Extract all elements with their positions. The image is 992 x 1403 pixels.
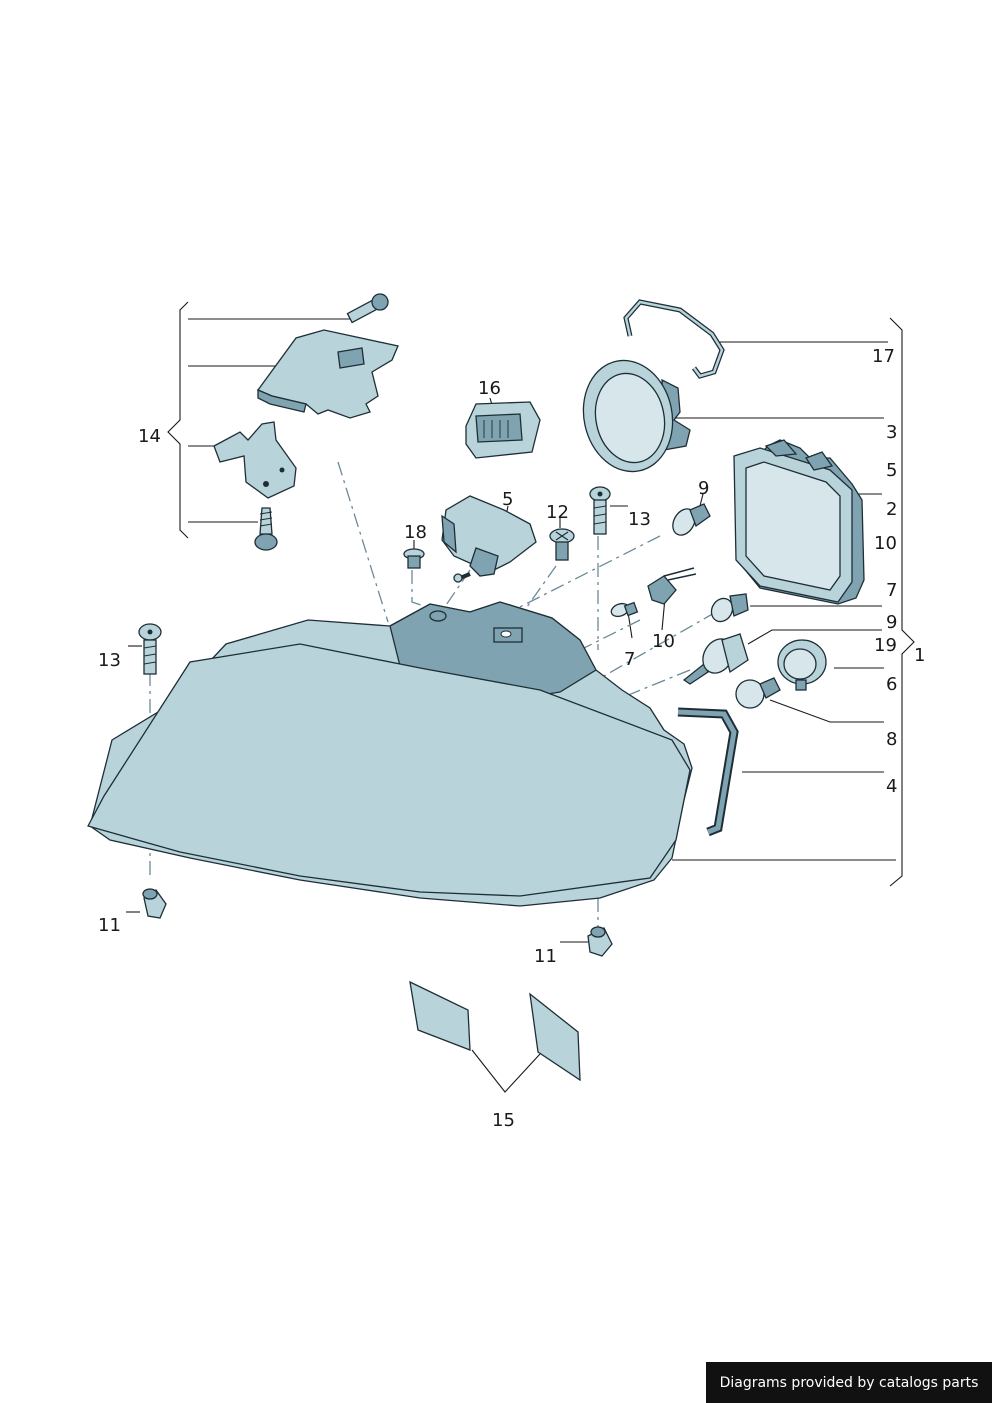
bracket-screw-top — [346, 293, 389, 324]
callout-8: 8 — [886, 729, 897, 750]
part-10-bulb-socket — [647, 567, 697, 605]
bracket-screw-bottom — [254, 507, 278, 551]
callout-3: 3 — [886, 422, 897, 443]
callout-16: 16 — [478, 378, 501, 399]
bracket-plate — [256, 329, 399, 419]
callout-10: 10 — [874, 533, 897, 554]
callout-4: 4 — [886, 776, 897, 797]
leader-lines — [126, 301, 915, 1093]
callout-12: 12 — [546, 502, 569, 523]
part-6-bulb-holder — [777, 639, 827, 691]
bracket-clamp — [213, 421, 297, 499]
callout-10-socket: 10 — [652, 631, 675, 652]
part-14-bracket-set — [213, 293, 399, 551]
part-5-adjuster-motor — [441, 495, 537, 583]
callout-7: 7 — [886, 580, 897, 601]
callout-5-motor: 5 — [502, 489, 513, 510]
callout-13-left: 13 — [98, 650, 121, 671]
part-7-wedge-bulb — [610, 601, 639, 618]
callout-19: 19 — [874, 635, 897, 656]
part-4-seal-strip — [677, 707, 739, 837]
part-13-screw-right — [589, 486, 611, 535]
callout-9-upper: 9 — [698, 478, 709, 499]
callout-11-right: 11 — [534, 946, 557, 967]
callout-9: 9 — [886, 612, 897, 633]
bracket-14 — [167, 301, 189, 539]
part-18-rivet — [403, 548, 425, 569]
callout-17: 17 — [872, 346, 895, 367]
callout-7-bulb: 7 — [624, 649, 635, 670]
bracket-1 — [889, 317, 915, 887]
callout-18: 18 — [404, 522, 427, 543]
part-13-screw-left — [138, 623, 162, 675]
part-11-nut-right — [587, 926, 613, 957]
part-19-bulb-large — [682, 633, 749, 685]
part-2-cover — [733, 439, 865, 605]
part-9-bulb-lower — [710, 593, 749, 623]
callout-1: 1 — [914, 645, 925, 666]
part-15-protective-films — [409, 980, 581, 1082]
part-3-round-cap — [582, 359, 691, 473]
callout-14: 14 — [138, 426, 161, 447]
part-16-connector — [465, 401, 541, 459]
part-9-bulb-upper — [672, 503, 711, 536]
part-8-bulb-round — [735, 677, 781, 709]
part-1-headlamp-housing — [87, 601, 693, 907]
callout-2: 2 — [886, 499, 897, 520]
callout-6: 6 — [886, 674, 897, 695]
callout-13-right: 13 — [628, 509, 651, 530]
callout-11-left: 11 — [98, 915, 121, 936]
callout-labels: 17 3 5 2 10 7 9 19 1 6 8 4 16 14 5 9 12 … — [98, 346, 925, 1131]
credit-banner: Diagrams provided by catalogs parts — [706, 1362, 992, 1403]
part-12-screw — [549, 528, 575, 561]
callout-5: 5 — [886, 460, 897, 481]
callout-15: 15 — [492, 1110, 515, 1131]
part-11-nut-left — [142, 888, 167, 919]
